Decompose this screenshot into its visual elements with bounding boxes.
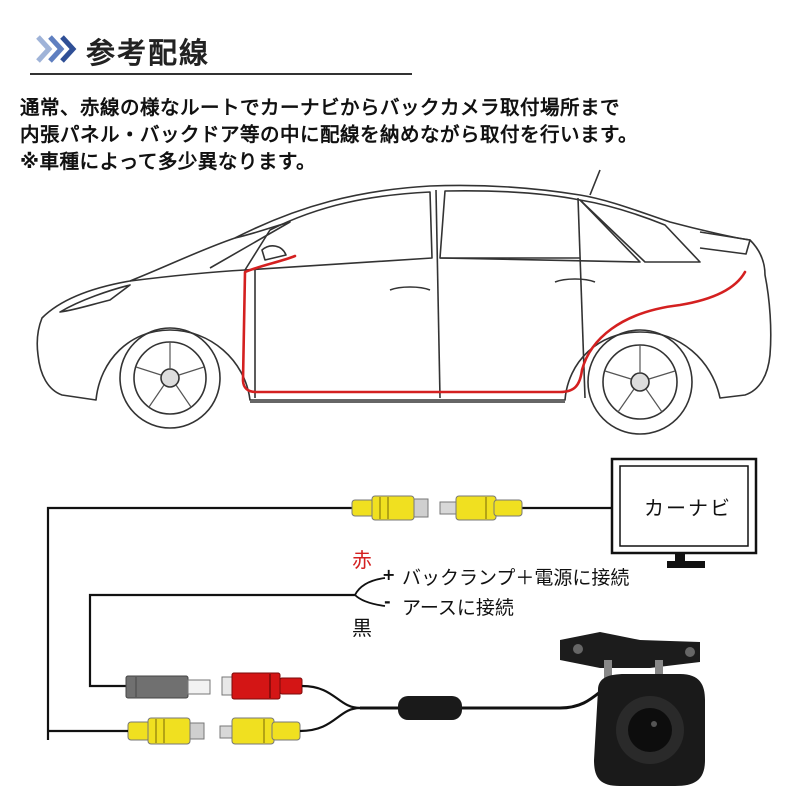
description-line: ※車種によって多少異なります。 bbox=[20, 150, 316, 173]
page-title: 参考配線 bbox=[86, 36, 211, 70]
plus-sign: + bbox=[382, 565, 396, 584]
power-wire-black bbox=[354, 594, 386, 607]
wire-route-line bbox=[241, 254, 747, 394]
rca-connector-yellow-female bbox=[351, 495, 429, 521]
cable-junction-block bbox=[398, 696, 462, 720]
video-cable-top bbox=[46, 506, 352, 740]
car-navigation-monitor bbox=[610, 457, 758, 568]
red-wire-label: 赤 bbox=[352, 548, 372, 572]
power-branch-line bbox=[88, 593, 355, 688]
minus-sign: - bbox=[384, 592, 391, 611]
rca-connector-yellow-male bbox=[439, 495, 523, 521]
chevron-right-icon bbox=[36, 35, 77, 63]
title-underline bbox=[30, 73, 412, 75]
monitor-label: カーナビ bbox=[644, 496, 732, 520]
rca-connector-yellow-bottom-left bbox=[127, 717, 205, 745]
description-text: 通常、赤線の様なルートでカーナビからバックカメラ取付場所まで 内張パネル・バック… bbox=[20, 94, 638, 175]
description-line: 通常、赤線の様なルートでカーナビからバックカメラ取付場所まで bbox=[20, 96, 621, 119]
ground-connector-gray bbox=[125, 675, 211, 699]
plus-connection-desc: バックランプ＋電源に接続 bbox=[402, 567, 630, 589]
minus-connection-desc: アースに接続 bbox=[402, 597, 514, 619]
black-wire-label: 黒 bbox=[352, 616, 372, 640]
rca-connector-yellow-bottom-right bbox=[219, 717, 301, 745]
description-line: 内張パネル・バックドア等の中に配線を納めながら取付を行います。 bbox=[20, 123, 639, 146]
power-connector-red bbox=[221, 672, 303, 700]
rear-camera bbox=[560, 632, 705, 786]
power-wire-red bbox=[354, 577, 386, 596]
wiring-diagram bbox=[46, 457, 758, 786]
car-illustration bbox=[36, 169, 772, 435]
